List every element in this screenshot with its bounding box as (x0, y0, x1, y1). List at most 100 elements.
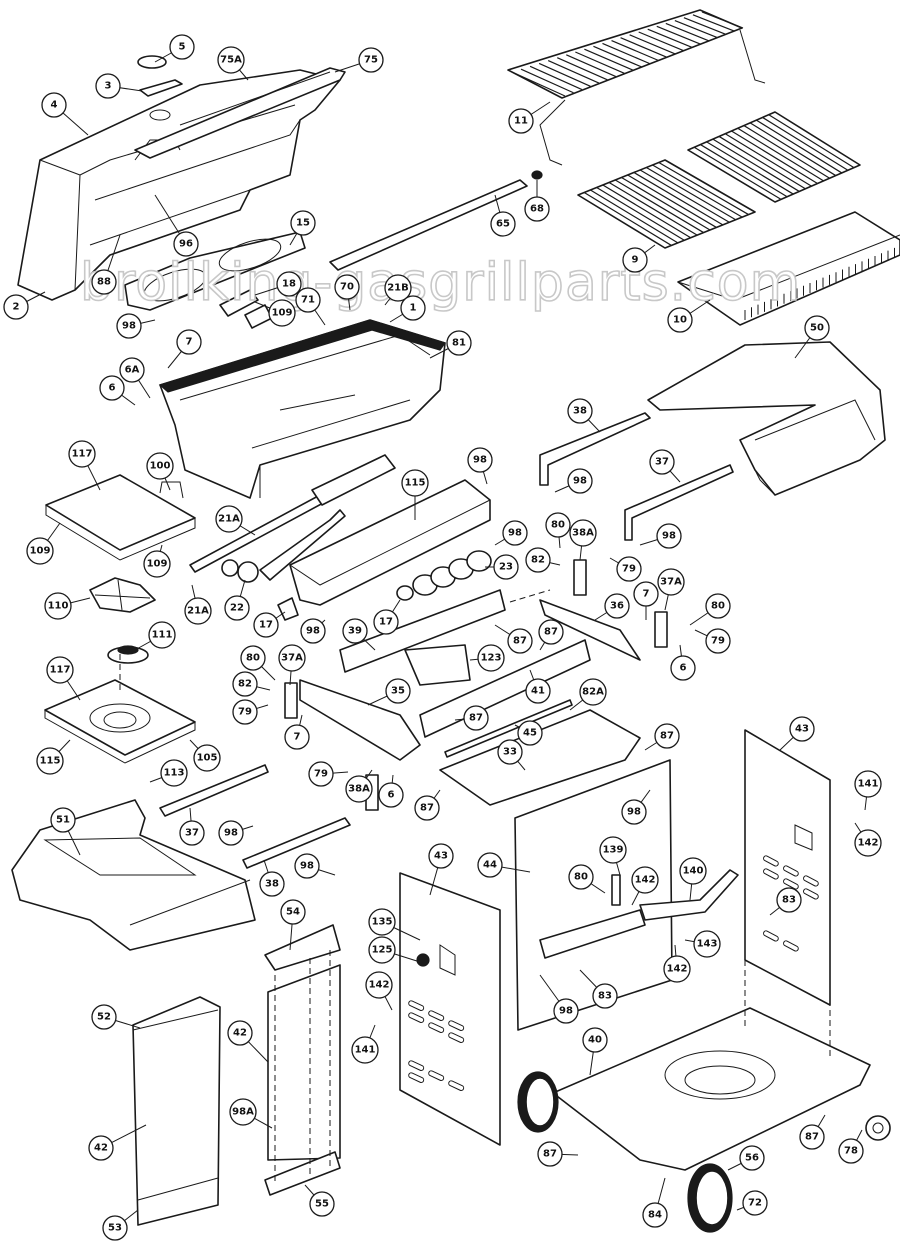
callout-number: 36 (610, 601, 624, 612)
callout-circle (538, 619, 564, 645)
callout-number: 100 (150, 461, 171, 472)
callout-6A: 6A (119, 357, 151, 399)
callout-circle (88, 1135, 114, 1161)
callout-98h: 98 (218, 820, 254, 846)
callout-45: 45 (514, 720, 543, 746)
cabinet-left-panel-part (399, 872, 501, 1146)
callout-105: 105 (189, 739, 221, 772)
callout-75A: 75A (217, 46, 249, 81)
callout-circle (493, 554, 519, 580)
callout-circle (463, 705, 489, 731)
left-bracket-part (159, 764, 351, 869)
callout-117b: 117 (46, 656, 81, 701)
callout-circle (477, 852, 503, 878)
callout-142d: 142 (365, 971, 393, 1011)
callout-78: 78 (838, 1129, 864, 1164)
callout-number: 82A (582, 687, 604, 698)
callout-number: 142 (858, 838, 879, 849)
callout-number: 80 (574, 872, 588, 883)
callout-number: 72 (748, 1198, 762, 1209)
callout-number: 80 (551, 520, 565, 531)
callout-number: 125 (372, 945, 393, 956)
callout-number: 43 (795, 724, 809, 735)
callout-70: 70 (334, 274, 360, 311)
callout-circle (334, 274, 360, 300)
callout-6b: 6 (670, 644, 696, 681)
callout-number: 2 (13, 302, 20, 313)
callout-number: 23 (499, 562, 513, 573)
callout-number: 82 (238, 679, 252, 690)
callout-38Aa: 38A (569, 519, 597, 561)
side-burner-part (107, 645, 149, 664)
callout-3: 3 (95, 73, 143, 99)
callout-number: 50 (810, 323, 824, 334)
left-side-table-part (11, 799, 256, 951)
callout-circle (497, 739, 523, 765)
callout-number: 37 (655, 457, 669, 468)
callout-number: 78 (844, 1146, 858, 1157)
callout-circle (705, 628, 731, 654)
callout-circle (253, 612, 279, 638)
lid-part (17, 69, 341, 301)
callout-circle (284, 724, 310, 750)
callout-number: 54 (286, 907, 300, 918)
callout-21Ab: 21A (184, 584, 212, 625)
callout-number: 142 (369, 980, 390, 991)
cart-base-part (552, 1007, 871, 1171)
callout-number: 22 (230, 603, 244, 614)
callout-75: 75 (334, 47, 384, 73)
callout-number: 117 (72, 449, 93, 460)
callout-87a: 87 (494, 624, 533, 654)
callout-number: 109 (30, 546, 51, 557)
callout-circle (838, 1138, 864, 1164)
callout-circle (193, 744, 221, 772)
cabinet-back-panel-part (514, 759, 673, 1031)
callout-number: 80 (246, 653, 260, 664)
callout-84: 84 (642, 1177, 668, 1228)
callout-number: 10 (673, 315, 687, 326)
callout-circle (368, 908, 396, 936)
callout-22: 22 (224, 579, 250, 621)
callout-circle (373, 609, 399, 635)
callout-circle (46, 656, 74, 684)
callout-circle (568, 864, 594, 890)
callout-number: 142 (667, 964, 688, 975)
callout-number: 87 (543, 1149, 557, 1160)
callout-circle (259, 871, 285, 897)
assembly-lines (119, 589, 831, 1060)
callout-7b: 7 (633, 581, 659, 620)
callout-53: 53 (102, 1209, 139, 1241)
cooking-grate-part (577, 111, 861, 249)
callout-circle (502, 520, 528, 546)
callout-number: 17 (379, 617, 393, 628)
callout-circle (91, 1004, 117, 1030)
callout-number: 42 (94, 1143, 108, 1154)
callout-82a: 82 (525, 547, 561, 573)
callout-circle (91, 269, 117, 295)
callout-number: 110 (48, 601, 69, 612)
side-table-bracket-part (539, 412, 734, 541)
watermark-text: broilking-gasgrillparts.com (80, 253, 801, 313)
callout-number: 55 (315, 1199, 329, 1210)
callout-87f: 87 (537, 1141, 579, 1167)
tank-bracket-part (539, 869, 739, 959)
callout-circle (622, 247, 648, 273)
callout-79c: 79 (232, 699, 269, 725)
callout-number: 45 (523, 728, 537, 739)
callout-number: 38 (265, 879, 279, 890)
callout-109a: 109 (254, 299, 296, 327)
callout-54: 54 (280, 899, 306, 951)
callout-41: 41 (525, 669, 551, 704)
callout-circle (579, 678, 607, 706)
callout-5: 5 (154, 34, 195, 63)
callout-141b: 141 (351, 1024, 379, 1064)
callout-number: 56 (745, 1153, 759, 1164)
callout-circle (342, 618, 368, 644)
callout-98g: 98 (621, 789, 651, 825)
callout-115a: 115 (401, 469, 429, 520)
callout-circle (667, 307, 693, 333)
callout-circle (44, 592, 72, 620)
callout-circle (99, 375, 125, 401)
callout-circle (507, 628, 533, 654)
